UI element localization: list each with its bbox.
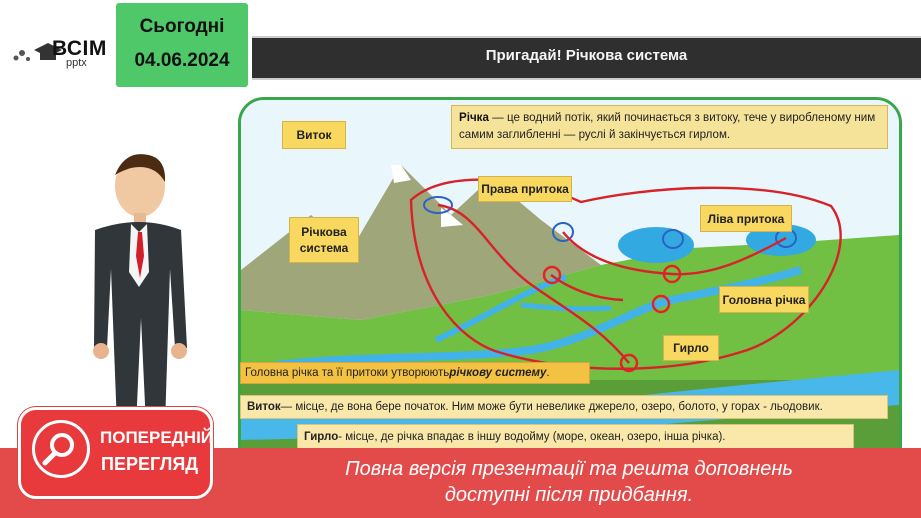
callout-source: Виток bbox=[282, 121, 346, 149]
callout-river-system: Річкова система bbox=[289, 217, 359, 263]
system-end: . bbox=[546, 367, 550, 379]
callout-left-tributary-text: Ліва притока bbox=[707, 211, 785, 226]
system-text: Головна річка та її притоки утворюють bbox=[245, 367, 450, 379]
callout-source-text: Виток bbox=[296, 128, 332, 142]
definition-river-system: Головна річка та її притоки утворюють рі… bbox=[240, 362, 590, 384]
source-text: — місце, де вона бере початок. Ним може … bbox=[280, 401, 823, 413]
river-term: Річка bbox=[459, 111, 489, 124]
mouth-term: Гирло bbox=[304, 430, 339, 443]
presenter-figure bbox=[93, 154, 187, 426]
callout-right-tributary-text: Права притока bbox=[481, 182, 569, 196]
definition-river: Річка — це водний потік, який починаєтьс… bbox=[451, 105, 888, 149]
logo-icon bbox=[13, 43, 62, 61]
date-panel bbox=[116, 3, 248, 87]
preview-title-line1: ПОПЕРЕДНІЙ bbox=[100, 428, 214, 447]
callout-main-river: Головна річка bbox=[719, 286, 809, 313]
logo-brand: ВСІМ bbox=[52, 37, 107, 60]
purchase-notice-line2: доступні після придбання. bbox=[444, 484, 694, 506]
logo-sub: pptx bbox=[66, 57, 87, 69]
callout-right-tributary: Права притока bbox=[478, 176, 572, 202]
callout-mouth: Гирло bbox=[663, 335, 719, 361]
callout-river-system-line2: система bbox=[299, 241, 349, 255]
callout-left-tributary: Ліва притока bbox=[700, 205, 792, 232]
definition-mouth: Гирло - місце, де річка впадає в іншу во… bbox=[297, 424, 854, 449]
mouth-text: - місце, де річка впадає в іншу водойму … bbox=[338, 430, 726, 443]
callout-main-river-text: Головна річка bbox=[722, 292, 806, 307]
callout-river-system-line1: Річкова bbox=[301, 225, 347, 239]
search-icon bbox=[32, 420, 90, 478]
definition-source: Виток — місце, де вона бере початок. Ним… bbox=[240, 395, 888, 419]
slide-header bbox=[252, 36, 921, 80]
slide-title: Пригадай! Річкова система bbox=[485, 47, 688, 64]
callout-mouth-text: Гирло bbox=[673, 341, 709, 355]
date-title: Сьогодні bbox=[139, 16, 225, 37]
river-text: — це водний потік, який починається з ви… bbox=[459, 111, 876, 141]
date-value: 04.06.2024 bbox=[134, 50, 230, 71]
preview-title-line2: ПЕРЕГЛЯД bbox=[101, 454, 199, 474]
system-term: річкову систему bbox=[449, 367, 547, 379]
purchase-notice-line1: Повна версія презентації та решта доповн… bbox=[345, 458, 793, 480]
source-term: Виток bbox=[247, 401, 281, 413]
